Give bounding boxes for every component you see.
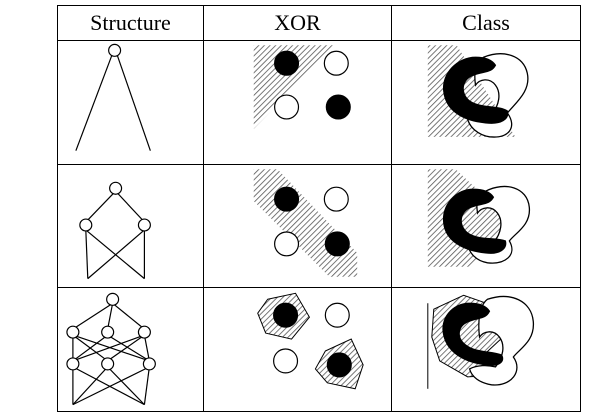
open-point: [273, 348, 299, 374]
header-structure: Structure: [57, 5, 204, 41]
class-half-plane-diagram: [427, 45, 529, 138]
neuron-node: [137, 325, 151, 339]
filled-point: [326, 352, 352, 378]
open-point: [274, 94, 300, 120]
header-xor: XOR: [203, 5, 392, 41]
neuron-node: [108, 44, 122, 58]
neuron-node: [101, 325, 115, 339]
xor-half-plane-diagram: [253, 45, 351, 130]
neuron-node: [101, 357, 115, 371]
neuron-node: [66, 325, 80, 339]
neuron-node: [137, 218, 151, 232]
three-layer-network-diagram: [66, 292, 156, 405]
neuron-node: [142, 357, 156, 371]
header-row: Structure XOR Class: [57, 5, 581, 41]
filled-point: [273, 302, 299, 328]
class-cell-3: [391, 287, 581, 412]
header-class: Class: [391, 5, 581, 41]
class-convex-region-diagram: [427, 169, 530, 267]
class-cell-2: [391, 163, 581, 289]
filled-point: [325, 94, 351, 120]
filled-class-shape: [443, 188, 507, 254]
xor-polygon-regions-diagram: [257, 292, 364, 390]
xor-cell-1: [203, 40, 392, 165]
open-class-shape: [468, 295, 534, 386]
filled-point: [324, 231, 350, 257]
structure-cell-3: [57, 287, 204, 412]
class-arbitrary-region-diagram: [427, 294, 534, 389]
row-two-layer: [57, 163, 581, 289]
neuron-node: [106, 292, 120, 306]
connection-line: [116, 53, 151, 152]
structure-cell-1: [57, 40, 204, 165]
row-three-layer: [57, 287, 581, 412]
open-point: [274, 231, 300, 257]
neuron-node: [66, 357, 80, 371]
network-comparison-table: Structure XOR Class: [57, 5, 581, 412]
two-layer-network-diagram: [79, 181, 151, 280]
neuron-node: [109, 181, 123, 195]
open-point: [323, 186, 349, 212]
open-point: [324, 302, 350, 328]
neuron-node: [79, 218, 93, 232]
open-point: [323, 51, 349, 77]
xor-cell-2: [203, 163, 392, 289]
row-single-layer: [57, 40, 581, 165]
connection-line: [75, 53, 114, 152]
xor-band-diagram: [253, 169, 358, 277]
structure-cell-2: [57, 163, 204, 289]
class-cell-1: [391, 40, 581, 165]
filled-point: [274, 51, 300, 77]
hatched-band: [253, 169, 358, 277]
xor-cell-3: [203, 287, 392, 412]
filled-class-shape: [443, 56, 509, 125]
single-layer-network-diagram: [75, 44, 151, 152]
filled-class-shape: [442, 302, 504, 366]
filled-point: [274, 186, 300, 212]
